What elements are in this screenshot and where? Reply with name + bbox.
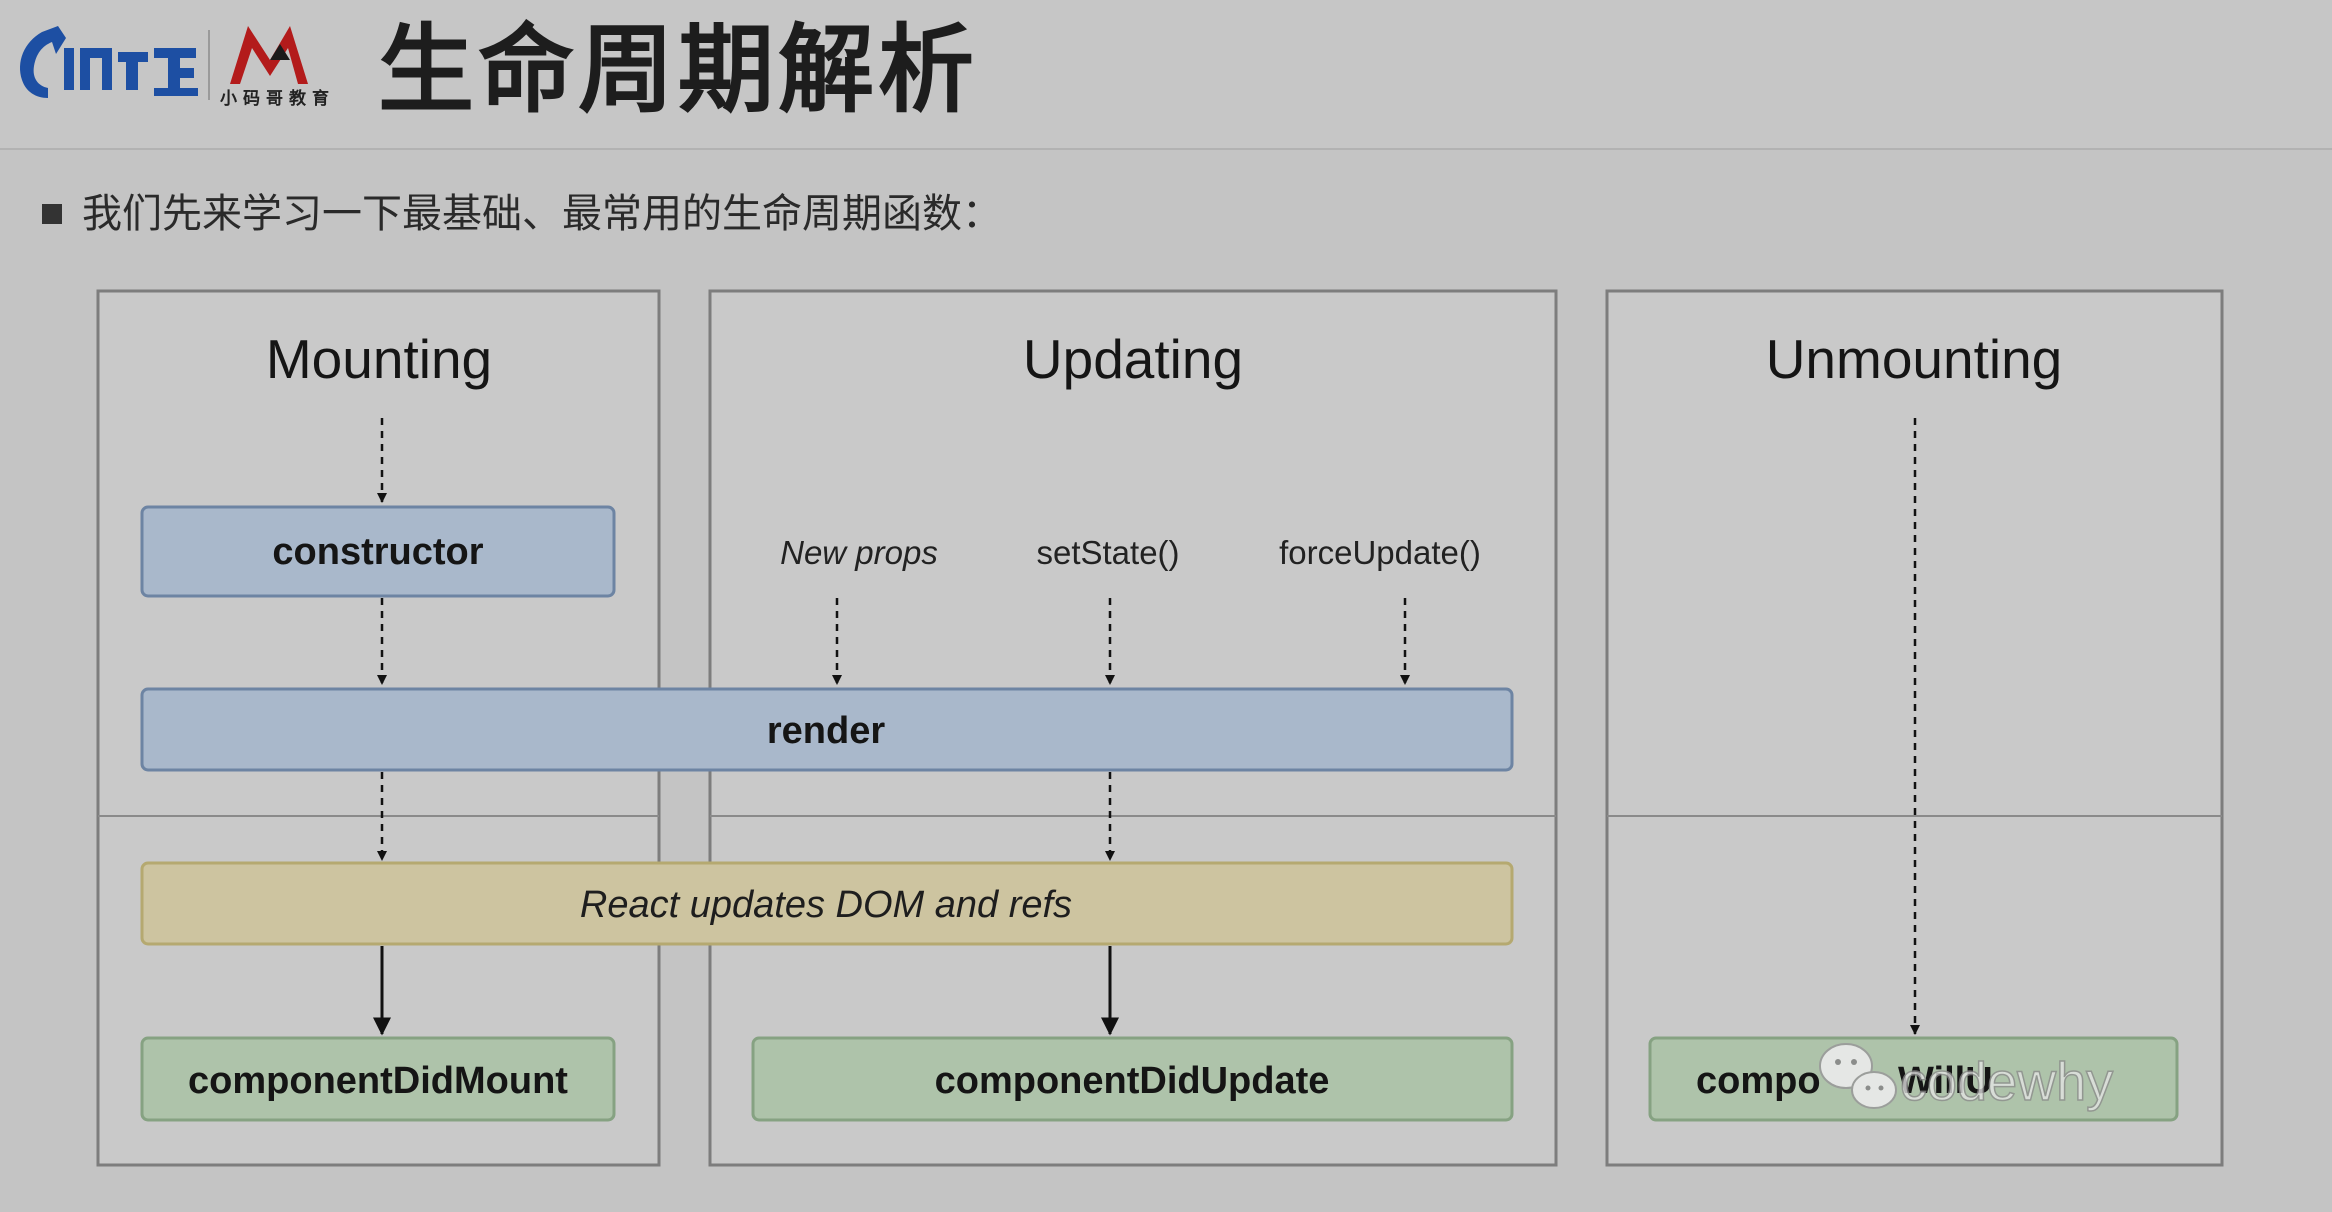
component-did-update-box: componentDidUpdate bbox=[751, 1036, 1514, 1122]
mounting-title: Mounting bbox=[266, 328, 492, 390]
render-label: render bbox=[767, 710, 885, 752]
constructor-label: constructor bbox=[272, 531, 483, 573]
component-did-mount-box: componentDidMount bbox=[140, 1036, 616, 1122]
setstate-label: setState() bbox=[1036, 534, 1179, 571]
new-props-label: New props bbox=[780, 534, 938, 571]
component-will-unmount-box: compo WillU bbox=[1648, 1036, 2179, 1122]
codewhy-watermark: codewhy bbox=[1819, 1043, 2114, 1113]
page-title: 生命周期解析 bbox=[378, 14, 978, 126]
intro-text: 我们先来学习一下最基础、最常用的生命周期函数： bbox=[82, 191, 1002, 237]
updating-title: Updating bbox=[1023, 328, 1243, 390]
square-bullet-icon bbox=[42, 204, 62, 224]
component-will-unmount-label-start: compo bbox=[1696, 1060, 1821, 1102]
xiaomage-logo-text: 小码哥教育 bbox=[220, 89, 335, 109]
constructor-box: constructor bbox=[140, 505, 616, 598]
watermark-text: codewhy bbox=[1900, 1052, 2113, 1112]
unmounting-title: Unmounting bbox=[1766, 328, 2063, 390]
wechat-icon bbox=[1819, 1043, 1897, 1109]
component-did-update-label: componentDidUpdate bbox=[935, 1060, 1330, 1102]
react-updates-dom-label: React updates DOM and refs bbox=[580, 884, 1072, 926]
koudinglang-logo bbox=[20, 26, 198, 98]
component-will-unmount-label-tail: WillU bbox=[1898, 1060, 1993, 1102]
logo-separator bbox=[208, 30, 210, 100]
component-did-mount-label: componentDidMount bbox=[188, 1060, 568, 1102]
forceupdate-label: forceUpdate() bbox=[1279, 534, 1481, 571]
render-box: render bbox=[140, 687, 1514, 772]
header-bar: 小码哥教育 生命周期解析 bbox=[0, 0, 2332, 150]
react-updates-dom-box: React updates DOM and refs bbox=[140, 861, 1514, 946]
xiaomage-logo bbox=[230, 26, 308, 84]
